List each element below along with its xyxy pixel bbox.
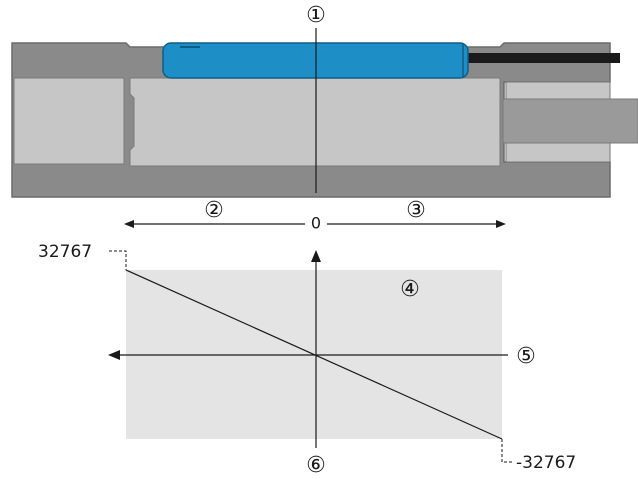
callout-3: ③: [406, 198, 426, 223]
vertical-axis-arrowhead: [311, 250, 321, 262]
range-arrowhead-right: [496, 220, 506, 228]
housing-left-insert: [13, 77, 125, 165]
range-arrowhead-left: [124, 220, 134, 228]
max-value-leader: [109, 250, 127, 270]
measuring-range-arrow: [124, 220, 506, 228]
housing-drawing: [11, 42, 638, 198]
callout-4: ④: [400, 277, 420, 302]
max-value-label: 32767: [38, 242, 92, 262]
piston-block: [129, 77, 501, 167]
callout-2: ②: [204, 198, 224, 223]
callout-1: ①: [306, 3, 326, 28]
horizontal-axis-arrowhead: [108, 350, 120, 360]
piston-rod: [502, 98, 638, 144]
min-value-label: -32767: [516, 453, 576, 473]
callout-6: ⑥: [306, 453, 326, 478]
min-value-leader: [501, 439, 514, 463]
sensor-cable: [465, 53, 620, 63]
zero-label: 0: [311, 214, 321, 233]
output-graph: [108, 250, 514, 463]
characteristic-line: [125, 269, 503, 440]
callout-5: ⑤: [516, 344, 536, 369]
